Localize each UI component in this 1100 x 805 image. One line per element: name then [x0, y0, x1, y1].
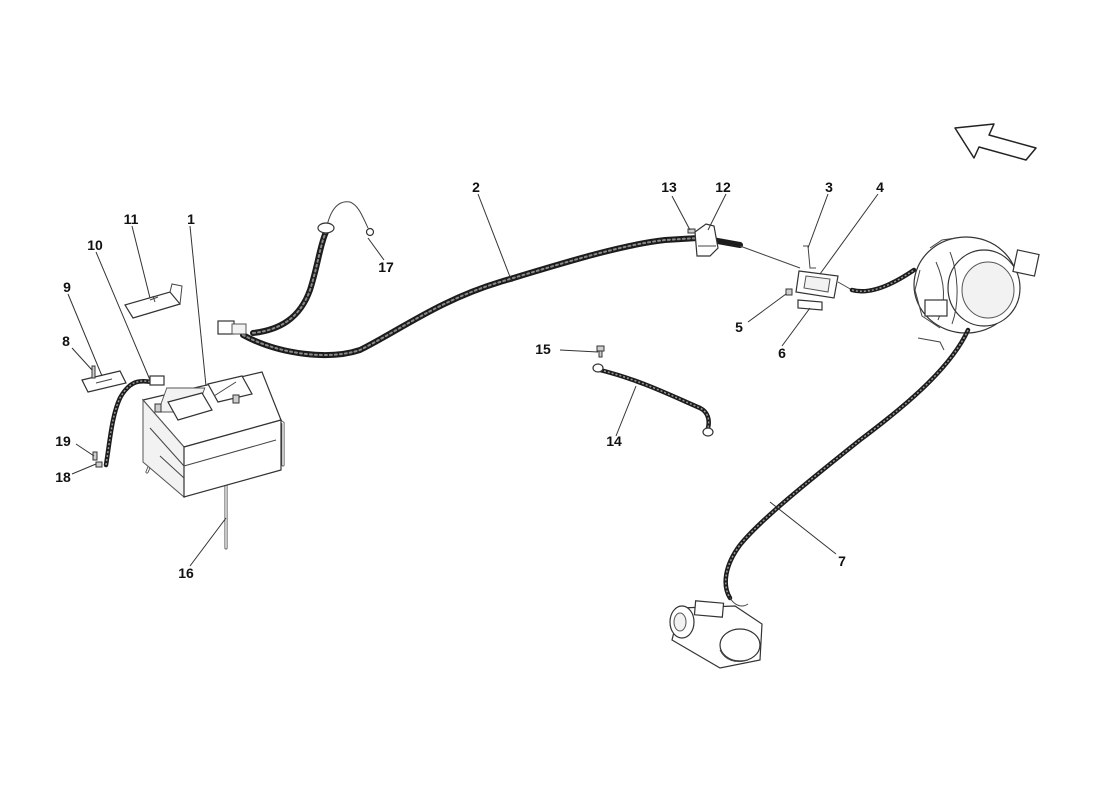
- callout-labels: 1 2 3 4 5 6 7 8 9 10 11 12 13 14 15 16 1…: [55, 179, 884, 581]
- main-cable-harness: [217, 201, 801, 358]
- nut-18: [95, 461, 103, 468]
- screw-5: [785, 288, 793, 296]
- callout-12: 12: [715, 179, 731, 195]
- ground-strap-14: [592, 363, 714, 437]
- callout-17: 17: [378, 259, 394, 275]
- callout-4: 4: [876, 179, 884, 195]
- bracket-11: [124, 283, 183, 319]
- starter-motor: [669, 600, 763, 669]
- bolt-19: [92, 451, 98, 461]
- callout-8: 8: [62, 333, 70, 349]
- callout-16: 16: [178, 565, 194, 581]
- clamp-plate-9: [81, 370, 127, 393]
- alternator: [913, 236, 1040, 351]
- screw-8: [91, 365, 96, 379]
- screw-13: [687, 228, 696, 234]
- battery: [141, 371, 282, 499]
- callout-5: 5: [735, 319, 743, 335]
- cover-6: [797, 299, 823, 311]
- callout-7: 7: [838, 553, 846, 569]
- callout-14: 14: [606, 433, 622, 449]
- alternator-feed-cable: [849, 267, 917, 294]
- callout-3: 3: [825, 179, 833, 195]
- callout-13: 13: [661, 179, 677, 195]
- bracket-3: [803, 245, 816, 269]
- callout-10: 10: [87, 237, 103, 253]
- callout-15: 15: [535, 341, 551, 357]
- screw-15: [596, 345, 605, 358]
- fuse-holder-4: [795, 270, 853, 299]
- callout-1: 1: [187, 211, 195, 227]
- callout-18: 18: [55, 469, 71, 485]
- starter-cable-7: [723, 327, 971, 607]
- callout-9: 9: [63, 279, 71, 295]
- callout-11: 11: [124, 211, 139, 227]
- clip-12: [694, 223, 719, 257]
- callout-2: 2: [472, 179, 480, 195]
- ground-cable-10: [103, 375, 165, 468]
- direction-arrow-icon: [954, 123, 1037, 161]
- callout-19: 19: [55, 433, 71, 449]
- leader-lines: [67, 193, 879, 567]
- callout-6: 6: [778, 345, 786, 361]
